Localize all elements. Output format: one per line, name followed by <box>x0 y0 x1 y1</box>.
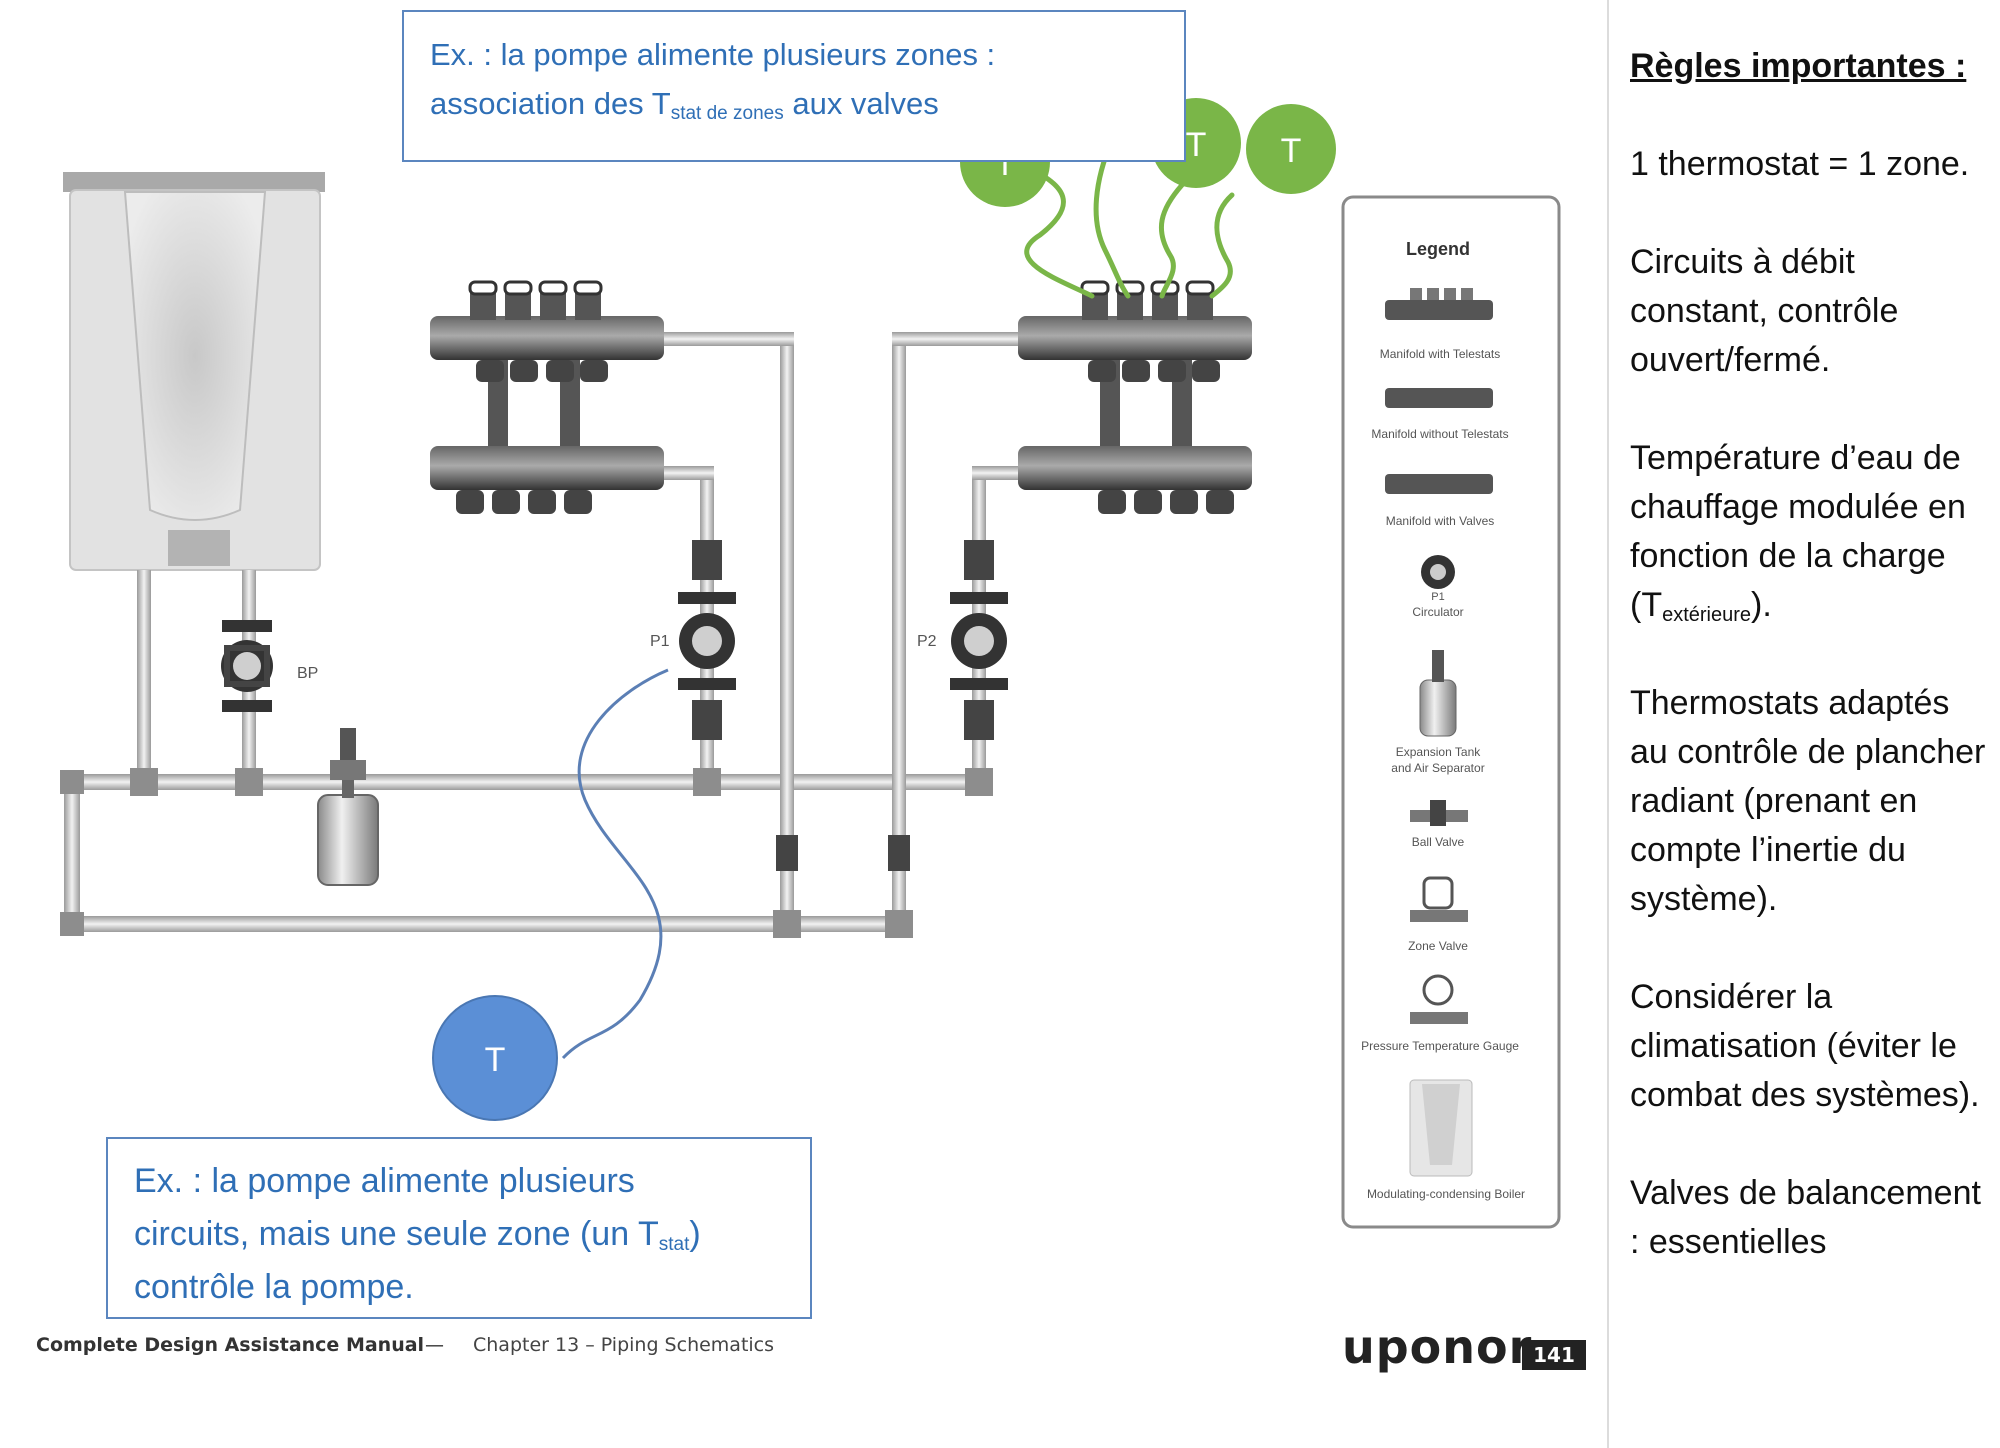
rule-item: Circuits à débit constant, contrôle ouve… <box>1630 243 1899 379</box>
callout-text: ) <box>689 1215 701 1253</box>
piping-schematic: BP P1 P2 <box>60 52 1561 1229</box>
callout-line: Ex. : la pompe alimente plusieurs <box>134 1162 635 1200</box>
thermostat-zone-4: T <box>1246 104 1336 194</box>
callout-line: contrôle la pompe. <box>134 1268 414 1306</box>
expansion-tank-icon <box>1419 679 1457 737</box>
legend-item: Circulator <box>1412 605 1463 619</box>
callout-text: circuits, mais une seule zone (un T <box>134 1215 659 1253</box>
pump-label-bp: BP <box>297 665 318 682</box>
manifold-left <box>430 280 664 514</box>
legend-item: and Air Separator <box>1391 761 1484 775</box>
thermostat-label: T <box>1281 132 1302 170</box>
rule-item: Considérer la climatisation (éviter le c… <box>1630 978 1980 1114</box>
footer-manual-title: Complete Design Assistance Manual <box>36 1334 425 1356</box>
thermostat-single-zone: T <box>432 995 558 1121</box>
footer-chapter: Chapter 13 – Piping Schematics <box>473 1334 775 1356</box>
pump-label-p2: P2 <box>917 633 937 650</box>
pump-p1 <box>678 540 736 740</box>
rules-title: Règles importantes : <box>1630 47 1967 85</box>
rules-panel: Règles importantes : 1 thermostat = 1 zo… <box>1630 42 1992 1316</box>
column-divider <box>1607 0 1609 1448</box>
legend-item: Zone Valve <box>1408 939 1468 953</box>
boiler <box>63 172 325 571</box>
callout-text: aux valves <box>783 86 939 121</box>
page-number: 141 <box>1522 1340 1586 1370</box>
callout-line: circuits, mais une seule zone (un Tstat) <box>134 1208 784 1261</box>
rule-text: ). <box>1751 586 1772 624</box>
legend-item: Manifold without Telestats <box>1371 427 1508 441</box>
manifold-right <box>1018 280 1252 514</box>
pressure-gauge-icon <box>1422 974 1454 1006</box>
thermostat-label: T <box>1186 126 1207 164</box>
manifold-valves-icon <box>1385 474 1493 494</box>
callout-subscript: stat de zones <box>670 103 784 124</box>
thermostat-wires-green <box>1007 137 1235 299</box>
legend-item: Pressure Temperature Gauge <box>1361 1039 1519 1053</box>
callout-text: association des T <box>430 86 671 121</box>
callout-multi-zone: Ex. : la pompe alimente plusieurs zones … <box>402 10 1186 162</box>
expansion-tank <box>317 728 379 886</box>
callout-line: Ex. : la pompe alimente plusieurs zones … <box>430 37 996 72</box>
manifold-icon <box>1385 388 1493 408</box>
manifold-telestats-icon <box>1385 300 1493 320</box>
legend-panel: Legend Manifold with Telestats Manifold … <box>1341 195 1561 1229</box>
rule-text: Température d’eau de chauffage modulée e… <box>1630 439 1966 624</box>
thermostat-wire-blue <box>561 668 669 1060</box>
callout-line: association des Tstat de zones aux valve… <box>430 79 1158 128</box>
rule-item: 1 thermostat = 1 zone. <box>1630 145 1970 183</box>
callout-single-zone: Ex. : la pompe alimente plusieurs circui… <box>106 1137 812 1319</box>
rule-item: Valves de balancement : essentielles <box>1630 1174 1981 1261</box>
pump-label-p1: P1 <box>650 633 670 650</box>
pump-p2 <box>950 540 1008 740</box>
thermostat-label: T <box>485 1041 506 1079</box>
legend-item: P1 <box>1431 591 1444 603</box>
legend-item: Expansion Tank <box>1396 745 1482 759</box>
legend-item: Modulating-condensing Boiler <box>1367 1187 1525 1201</box>
footer-separator: — <box>425 1334 444 1356</box>
rule-item: Température d’eau de chauffage modulée e… <box>1630 434 1992 630</box>
rule-item: Thermostats adaptés au contrôle de planc… <box>1630 684 1986 918</box>
legend-item: Manifold with Telestats <box>1380 347 1501 361</box>
rule-subscript: extérieure <box>1662 604 1752 626</box>
brand-logo: uponor <box>1342 1320 1533 1374</box>
zone-valve-icon <box>1422 876 1454 910</box>
callout-subscript: stat <box>658 1234 690 1255</box>
legend-item: Ball Valve <box>1412 835 1465 849</box>
legend-title: Legend <box>1406 239 1470 259</box>
pump-bp <box>221 620 273 712</box>
legend-item: Manifold with Valves <box>1386 514 1495 528</box>
